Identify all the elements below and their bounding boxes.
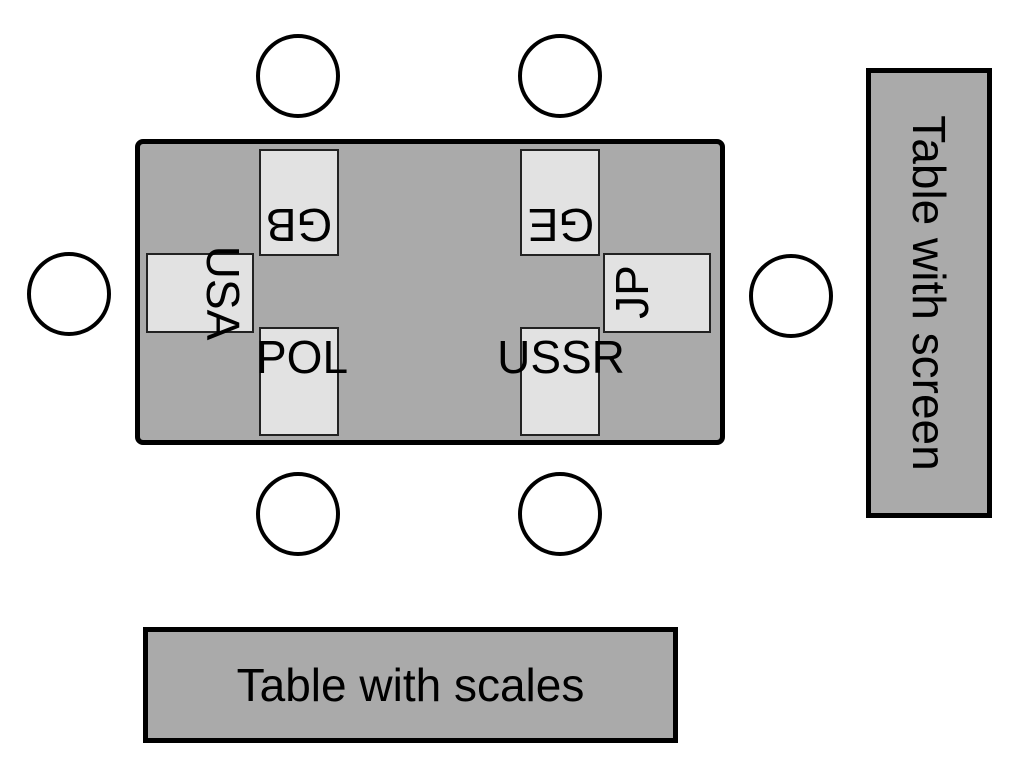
chair-bottom-right <box>518 472 602 556</box>
label-usa: USA <box>197 245 249 341</box>
label-pol: POL <box>255 331 349 383</box>
label-ussr: USSR <box>497 331 625 383</box>
place-mat-ussr <box>520 327 600 436</box>
place-mat-usa <box>146 253 254 333</box>
chair-right <box>749 254 833 338</box>
chair-bottom-left <box>256 472 340 556</box>
place-mat-pol <box>259 327 339 436</box>
place-mat-gb <box>259 149 339 256</box>
screen-table: Table with screen <box>866 68 992 518</box>
chair-top-right <box>518 34 602 118</box>
chair-left <box>27 252 111 336</box>
chair-top-left <box>256 34 340 118</box>
place-mat-ge <box>520 149 600 256</box>
label-gb: GB <box>265 199 333 251</box>
scales-table-label: Table with scales <box>236 659 585 711</box>
place-mat-jp <box>603 253 711 333</box>
label-ge: GE <box>527 199 595 251</box>
label-jp: JP <box>606 265 658 319</box>
scales-table: Table with scales <box>143 627 678 743</box>
screen-table-label: Table with screen <box>903 115 955 471</box>
